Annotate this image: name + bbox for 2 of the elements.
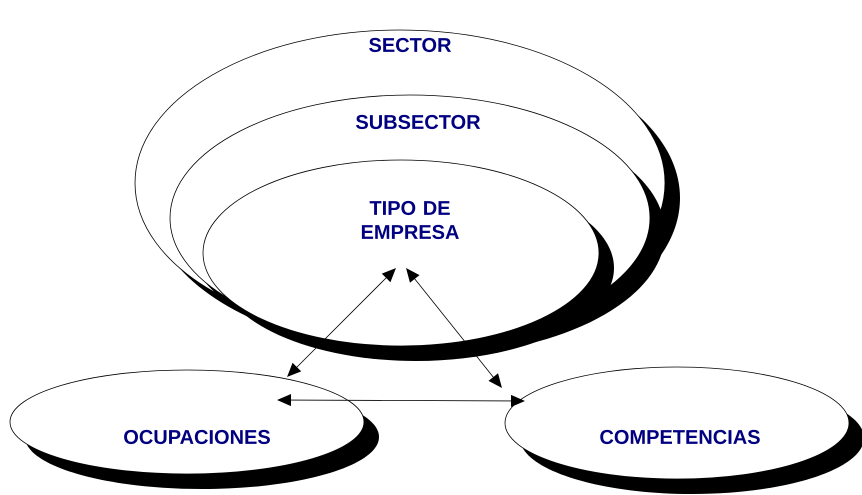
arrow [287,268,396,377]
arrow [406,268,502,388]
